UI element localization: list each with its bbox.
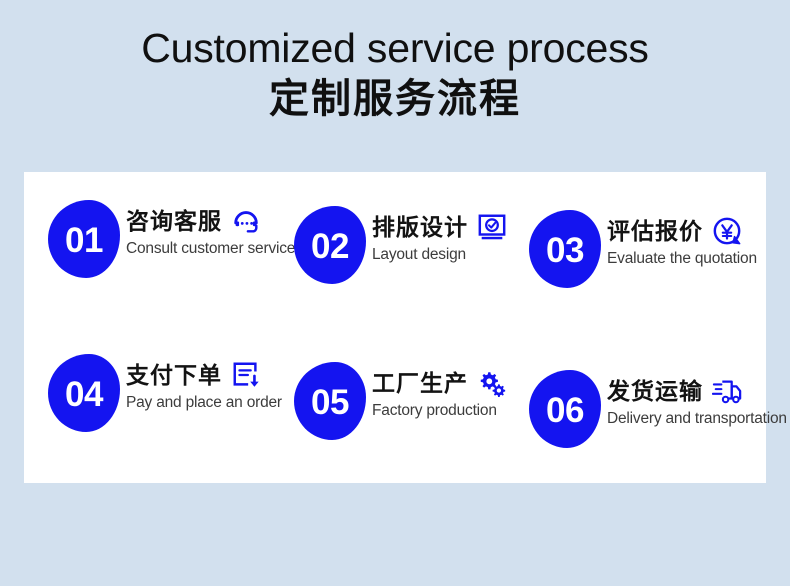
step-label-cn: 工厂生产: [372, 370, 468, 396]
delivery-truck-icon: [712, 380, 742, 404]
document-download-icon: [233, 362, 259, 387]
step-label-row: 排版设计: [372, 212, 507, 242]
process-steps-row-2: 04 支付下单 Pay and place an order: [24, 354, 787, 464]
step-label-row: 评估报价: [607, 216, 757, 246]
process-step-06[interactable]: 06 发货运输 Delivery and transportation: [529, 370, 787, 448]
step-number-badge: 02: [294, 206, 366, 284]
step-label-en: Delivery and transportation: [607, 410, 787, 427]
step-number-badge: 05: [294, 362, 366, 440]
step-label-cn: 排版设计: [372, 214, 468, 240]
process-step-02[interactable]: 02 排版设计 Layout design: [294, 206, 507, 284]
process-steps-row-1: 01 咨询客服 Consult customer service: [24, 194, 766, 304]
step-number-badge: 03: [529, 210, 601, 288]
step-label-cn: 咨询客服: [126, 208, 222, 234]
yuan-bubble-icon: [713, 217, 741, 245]
step-text-group: 评估报价 Evaluate the quotation: [607, 210, 757, 270]
headset-icon: [234, 211, 258, 233]
step-label-row: 咨询客服: [126, 206, 295, 236]
process-step-04[interactable]: 04 支付下单 Pay and place an order: [48, 354, 282, 432]
step-text-group: 工厂生产 Factory production: [372, 362, 507, 422]
step-number: 05: [311, 382, 349, 422]
step-text-group: 发货运输 Delivery and transportation: [607, 370, 787, 430]
step-number: 04: [65, 374, 103, 414]
step-label-row: 工厂生产: [372, 368, 507, 398]
step-number: 01: [65, 220, 103, 260]
page-title-en: Customized service process: [141, 25, 649, 71]
process-step-03[interactable]: 03 评估报价 Evaluate the quotation: [529, 210, 757, 288]
step-number: 06: [546, 390, 584, 430]
process-steps-card: 01 咨询客服 Consult customer service: [24, 172, 787, 483]
step-text-group: 排版设计 Layout design: [372, 206, 507, 266]
step-label-en: Factory production: [372, 402, 497, 419]
step-label-en: Evaluate the quotation: [607, 250, 757, 267]
step-label-cn: 支付下单: [126, 362, 222, 388]
process-step-05[interactable]: 05 工厂生产 Factory prod: [294, 362, 507, 440]
step-label-en: Consult customer service: [126, 240, 296, 257]
step-label-en: Pay and place an order: [126, 394, 282, 411]
step-label-en: Layout design: [372, 246, 466, 263]
step-label-cn: 发货运输: [607, 378, 703, 404]
step-text-group: 咨询客服 Consult customer service: [126, 200, 295, 260]
process-step-01[interactable]: 01 咨询客服 Consult customer service: [48, 200, 295, 278]
step-number-badge: 01: [48, 200, 120, 278]
page-title-cn: 定制服务流程: [269, 77, 521, 121]
step-text-group: 支付下单 Pay and place an order: [126, 354, 282, 414]
step-label-cn: 评估报价: [607, 218, 703, 244]
step-number-badge: 06: [529, 370, 601, 448]
step-number-badge: 04: [48, 354, 120, 432]
step-label-row: 发货运输: [607, 376, 787, 406]
page-header: Customized service process 定制服务流程: [0, 0, 790, 124]
step-number: 02: [311, 226, 349, 266]
step-number: 03: [546, 230, 584, 270]
monitor-check-icon: [478, 214, 506, 240]
gears-icon: [480, 372, 506, 397]
step-label-row: 支付下单: [126, 360, 282, 390]
